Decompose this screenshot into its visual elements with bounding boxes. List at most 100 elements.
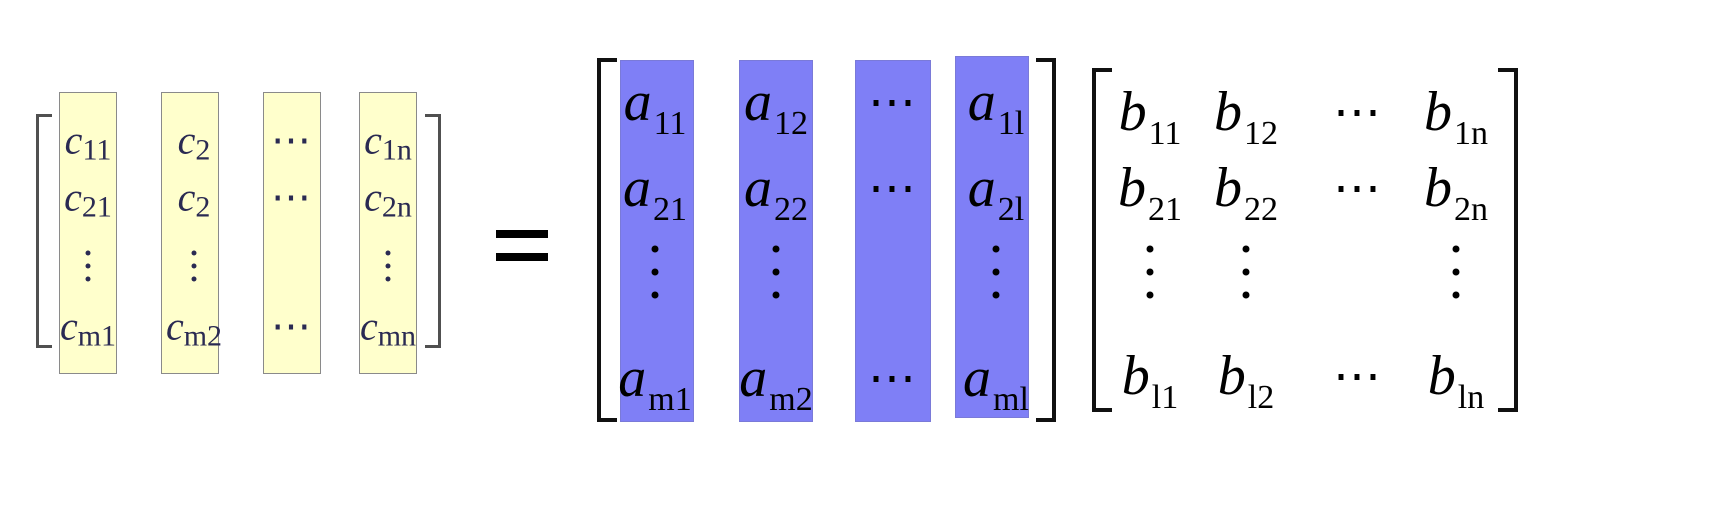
entry-subscript: 2 xyxy=(195,190,211,224)
entry-subscript: 21 xyxy=(81,190,112,224)
entry-base: b xyxy=(1214,157,1242,219)
matrix-a-vdots xyxy=(651,238,659,307)
matrix-a-left-bracket xyxy=(597,58,617,422)
entry-base: c xyxy=(165,303,184,349)
matrix-b-vdots xyxy=(1146,238,1154,307)
entry-base: b xyxy=(1121,345,1150,407)
matrix-c-column-highlight xyxy=(359,92,417,374)
entry-subscript: 2l xyxy=(997,191,1025,228)
matrix-b-vdots xyxy=(1242,238,1250,307)
matrix-b-right-bracket xyxy=(1498,68,1518,412)
matrix-c-vdots xyxy=(385,247,391,286)
matrix-b-left-bracket xyxy=(1092,68,1112,412)
matrix-a-column-highlight xyxy=(855,60,931,422)
entry-base: b xyxy=(1118,157,1146,219)
matrix-c-vdots xyxy=(191,247,197,286)
matrix-a-vdots xyxy=(992,238,1000,307)
entry-base: b xyxy=(1427,345,1456,407)
matrix-c-column-highlight xyxy=(161,92,219,374)
entry-base: c xyxy=(64,117,83,163)
entry-subscript: m1 xyxy=(648,381,692,418)
entry-subscript: 22 xyxy=(1244,191,1278,228)
matrix-c-right-bracket xyxy=(425,114,441,348)
matrix-a-hdots: ⋯ xyxy=(868,162,918,215)
matrix-c-hdots: ⋯ xyxy=(271,117,313,163)
matrix-a-hdots: ⋯ xyxy=(868,352,918,405)
entry-subscript: ln xyxy=(1457,379,1485,416)
entry-base: a xyxy=(744,157,772,219)
matrix-b-hdots: ⋯ xyxy=(1333,350,1383,403)
entry-base: a xyxy=(618,347,647,409)
entry-base: c xyxy=(364,117,382,163)
entry-base: b xyxy=(1424,81,1452,143)
entry-base: a xyxy=(739,347,768,409)
entry-subscript: 1l xyxy=(997,105,1025,142)
entry-subscript: 2n xyxy=(381,190,412,224)
entry-base: b xyxy=(1214,81,1242,143)
entry-subscript: m1 xyxy=(77,319,117,353)
equals-sign xyxy=(496,230,548,276)
entry-subscript: 2 xyxy=(195,133,211,167)
entry-subscript: 11 xyxy=(82,133,112,167)
matrix-c-hdots: ⋯ xyxy=(271,174,313,220)
entry-subscript: mn xyxy=(377,319,417,353)
matrix-c-column-highlight xyxy=(59,92,117,374)
entry-base: a xyxy=(963,347,992,409)
entry-subscript: m2 xyxy=(769,381,813,418)
entry-base: a xyxy=(623,71,652,133)
entry-base: a xyxy=(967,157,996,219)
entry-base: b xyxy=(1217,345,1246,407)
entry-subscript: l1 xyxy=(1151,379,1179,416)
entry-subscript: l2 xyxy=(1247,379,1275,416)
entry-subscript: 1n xyxy=(1454,115,1488,152)
matrix-a-column-highlight xyxy=(739,60,813,422)
entry-subscript: 22 xyxy=(774,191,808,228)
entry-base: c xyxy=(59,303,78,349)
entry-base: a xyxy=(967,71,996,133)
entry-base: c xyxy=(64,174,82,220)
entry-subscript: 12 xyxy=(1244,115,1278,152)
matrix-a-hdots: ⋯ xyxy=(868,76,918,129)
entry-base: c xyxy=(364,174,382,220)
entry-base: a xyxy=(623,157,651,219)
matrix-c-vdots xyxy=(85,247,91,286)
entry-base: c xyxy=(177,174,196,220)
entry-base: c xyxy=(359,303,378,349)
entry-subscript: m2 xyxy=(183,319,223,353)
matrix-a-vdots xyxy=(772,238,780,307)
entry-subscript: 11 xyxy=(1148,115,1182,152)
entry-subscript: ml xyxy=(993,381,1029,418)
entry-base: b xyxy=(1424,157,1452,219)
entry-subscript: 2n xyxy=(1454,191,1488,228)
entry-subscript: 21 xyxy=(653,191,687,228)
entry-base: b xyxy=(1118,81,1147,143)
matrix-c-column-highlight xyxy=(263,92,321,374)
matrix-c-hdots: ⋯ xyxy=(271,303,313,349)
matrix-b-hdots: ⋯ xyxy=(1333,162,1383,215)
entry-base: a xyxy=(744,71,772,133)
matrix-b-vdots xyxy=(1452,238,1460,307)
matrix-a-right-bracket xyxy=(1036,58,1056,422)
